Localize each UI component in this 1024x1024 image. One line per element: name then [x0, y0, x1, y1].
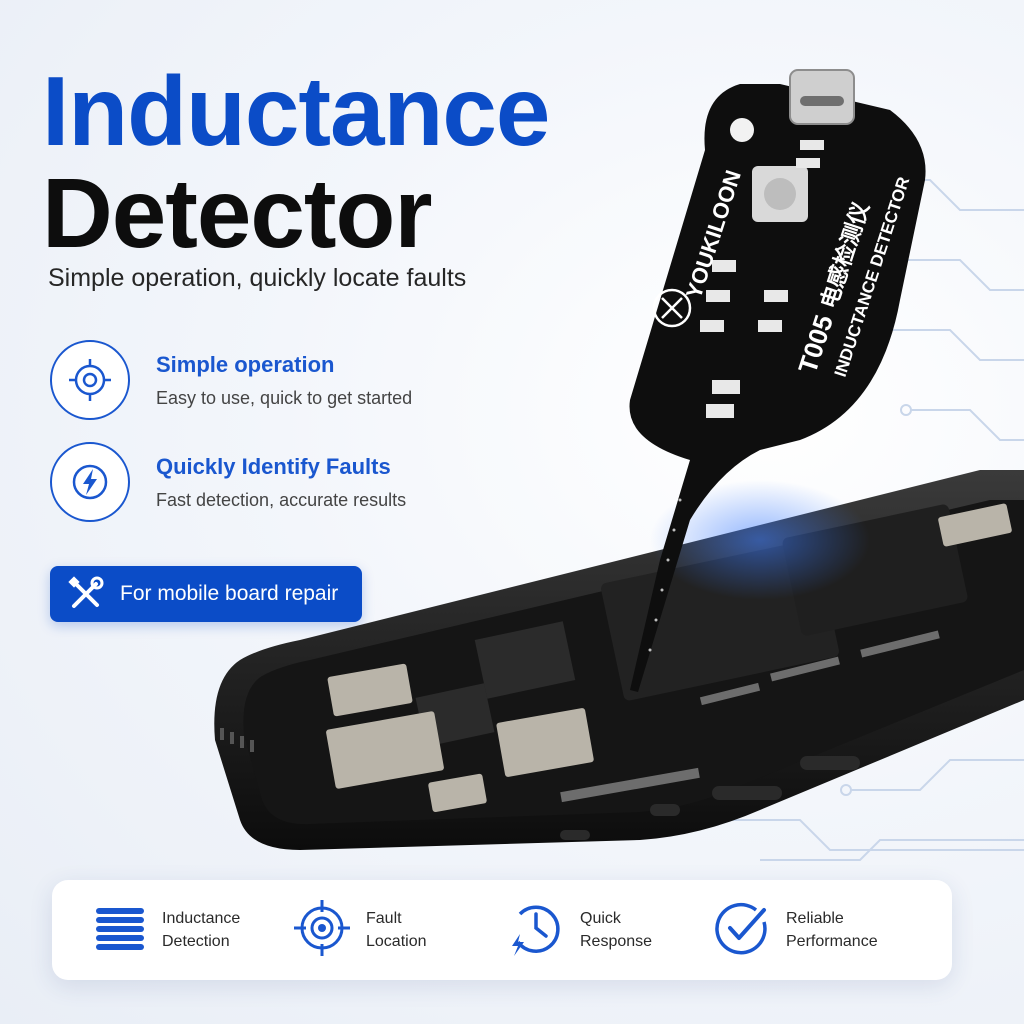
- feature-description: Fast detection, accurate results: [156, 489, 407, 510]
- feature-title: Simple operation: [156, 351, 335, 377]
- crosshair-icon: [50, 340, 130, 420]
- summary-label-line1: Reliable: [786, 910, 844, 927]
- feature-quickly-identify-faults: Quickly Identify Faults Fast detection, …: [50, 442, 406, 522]
- title-line-detector: Detector: [42, 158, 433, 268]
- feature-simple-operation: Simple operation Easy to use, quick to g…: [50, 340, 412, 420]
- summary-label-line2: Location: [366, 933, 427, 950]
- summary-label-line1: Fault: [366, 910, 402, 927]
- lightning-icon: [50, 442, 130, 522]
- summary-inductance-detection: Inductance Detection: [92, 880, 240, 980]
- page-title: Inductance Detector: [42, 56, 550, 268]
- summary-label-line2: Performance: [786, 933, 878, 950]
- subtitle: Simple operation, quickly locate faults: [48, 264, 467, 292]
- probe-board: YOUKILOON T005 电感检测仪 INDUCTANCE DETECTOR: [629, 69, 926, 692]
- repair-badge-label: For mobile board repair: [120, 582, 339, 605]
- feature-summary-bar: Inductance Detection Fault Location: [52, 880, 952, 980]
- phone-mainboard: [214, 470, 1024, 850]
- summary-label-line2: Detection: [162, 933, 230, 950]
- summary-label-line1: Quick: [580, 910, 621, 927]
- title-line-inductance: Inductance: [42, 56, 550, 166]
- target-icon: [292, 898, 352, 963]
- fast-clock-icon: [506, 898, 566, 963]
- feature-description: Easy to use, quick to get started: [156, 387, 413, 408]
- wrench-screwdriver-icon: [66, 574, 106, 614]
- summary-fault-location: Fault Location: [292, 880, 427, 980]
- coil-icon: [92, 900, 148, 961]
- check-circle-icon: [712, 898, 772, 963]
- summary-label-line1: Inductance: [162, 910, 241, 927]
- summary-quick-response: Quick Response: [506, 880, 652, 980]
- feature-title: Quickly Identify Faults: [156, 453, 391, 479]
- mobile-board-repair-badge: For mobile board repair: [50, 566, 362, 622]
- summary-label-line2: Response: [580, 933, 653, 950]
- summary-reliable-performance: Reliable Performance: [712, 880, 878, 980]
